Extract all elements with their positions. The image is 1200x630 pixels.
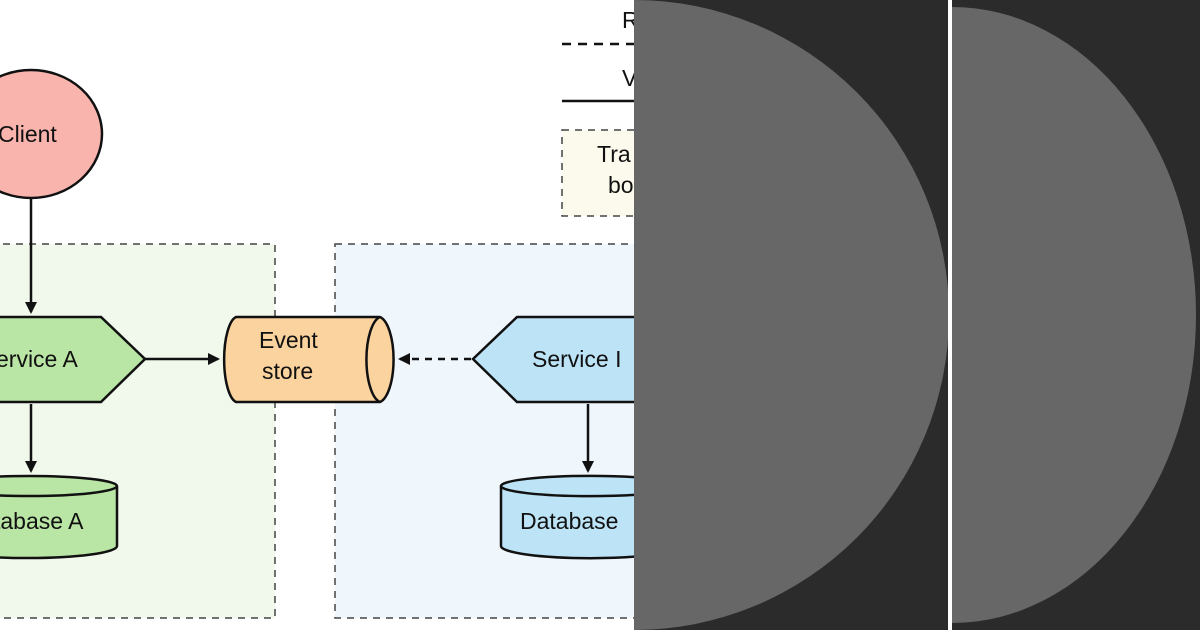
event-store-line1: Event	[259, 327, 318, 353]
event-store-node	[222, 315, 395, 404]
client-node	[0, 68, 104, 200]
overlay-disc-right	[952, 7, 1196, 623]
client-label: Client	[0, 121, 57, 147]
legend-box-line2: bo	[608, 172, 634, 198]
database-a-node	[0, 474, 119, 560]
overlay-disc-left	[634, 0, 949, 630]
overlay-panel	[634, 0, 1200, 630]
event-store-line2: store	[262, 358, 313, 384]
overlay-divider	[948, 0, 952, 630]
service-a-node	[0, 315, 147, 404]
transaction-boundary-a	[0, 243, 276, 619]
transaction-boundary-b	[334, 243, 646, 619]
database-b-label: Database	[520, 508, 618, 534]
service-a-label: ervice A	[0, 346, 78, 372]
service-b-label: Service I	[532, 346, 621, 372]
database-a-label: tabase A	[0, 508, 84, 534]
legend-box-line1: Tra	[597, 141, 631, 167]
